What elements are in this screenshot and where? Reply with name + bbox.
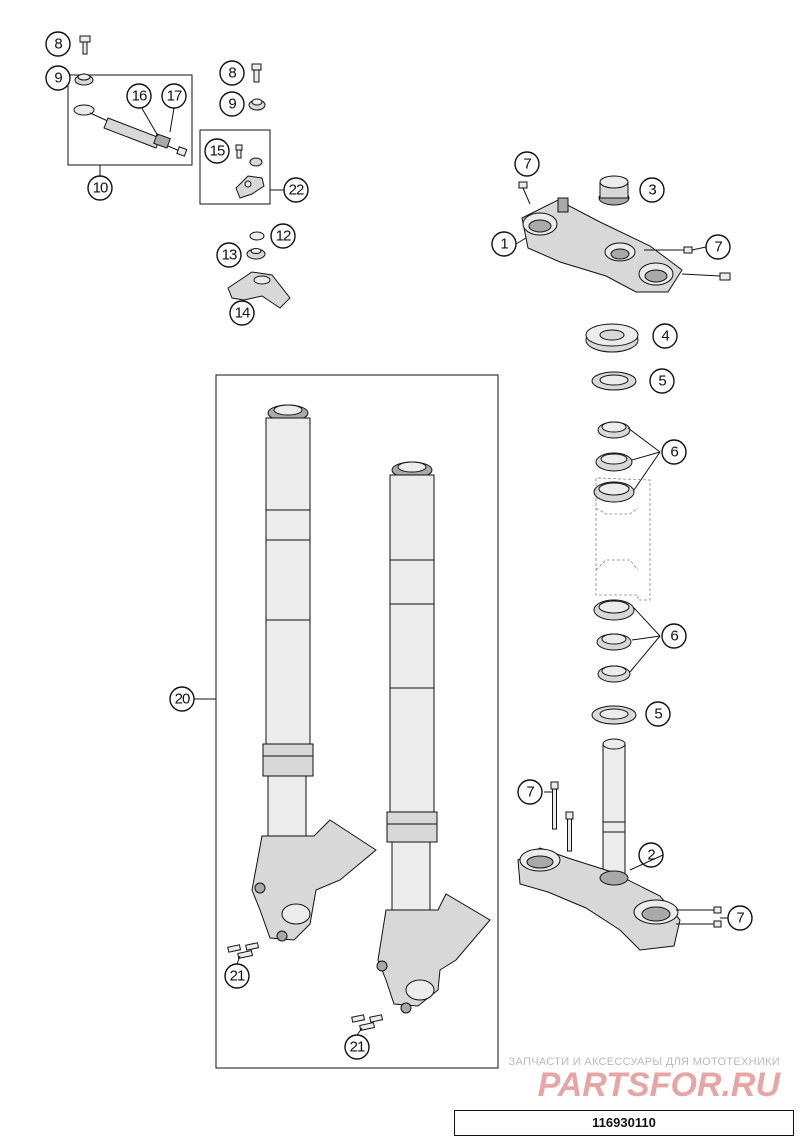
steering-nut-3 <box>598 175 630 206</box>
damper-bracket <box>235 175 265 199</box>
bearing-6-lower-stack <box>593 599 661 683</box>
callout-14: 14 <box>229 300 255 326</box>
callout-6-upper: 6 <box>661 439 687 465</box>
screws-21-right <box>351 1014 384 1031</box>
svg-text:17: 17 <box>167 88 182 105</box>
watermark-caption: ЗАПЧАСТИ И АКСЕССУАРЫ ДЛЯ МОТОТЕХНИКИ <box>508 1056 780 1068</box>
svg-text:21: 21 <box>350 1039 365 1056</box>
callout-2: 2 <box>638 842 664 868</box>
svg-text:2: 2 <box>647 847 655 864</box>
dust-cover-4 <box>585 323 639 353</box>
group-10-box <box>67 74 193 166</box>
callout-17: 17 <box>161 83 187 109</box>
svg-text:10: 10 <box>93 180 108 197</box>
drawing-number: 116930110 <box>454 1110 794 1136</box>
svg-text:14: 14 <box>235 305 250 322</box>
callout-9-right: 9 <box>219 91 245 117</box>
svg-text:8: 8 <box>228 65 236 82</box>
watermark-logo: PARTSFOR.RU <box>538 1066 782 1104</box>
callout-20: 20 <box>169 686 195 712</box>
frame-head-tube-outline <box>595 477 651 601</box>
svg-text:9: 9 <box>228 96 236 113</box>
svg-text:22: 22 <box>289 182 304 199</box>
svg-text:6: 6 <box>670 444 678 461</box>
clamp-14 <box>227 271 291 309</box>
callout-5-lower: 5 <box>645 701 671 727</box>
bolt-7-upper-a <box>518 181 531 205</box>
bolt-8-left <box>79 35 91 55</box>
bolt-7-upper-c <box>681 272 731 281</box>
callout-16: 16 <box>126 83 152 109</box>
callout-3: 3 <box>639 177 665 203</box>
fork-assembly-group <box>194 374 499 1069</box>
svg-text:5: 5 <box>654 706 662 723</box>
callout-10: 10 <box>87 175 113 201</box>
callout-7-lower-left: 7 <box>517 779 543 805</box>
callout-6-lower: 6 <box>661 623 687 649</box>
callout-9-left: 9 <box>45 65 71 91</box>
fork-leg-right <box>376 461 491 1014</box>
svg-text:9: 9 <box>54 70 62 87</box>
svg-text:13: 13 <box>222 247 237 264</box>
callout-15: 15 <box>204 138 230 164</box>
svg-text:6: 6 <box>670 628 678 645</box>
bearing-6-upper-stack <box>593 421 661 503</box>
steering-damper <box>73 104 188 157</box>
svg-text:15: 15 <box>210 143 225 160</box>
svg-text:PARTSFOR.RU: PARTSFOR.RU <box>538 1066 782 1104</box>
callout-7-top: 7 <box>514 151 540 177</box>
svg-text:7: 7 <box>714 239 722 256</box>
upper-triple-clamp <box>518 181 731 293</box>
fork-leg-left <box>251 404 377 942</box>
group-22-box <box>199 129 271 205</box>
callout-5-upper: 5 <box>649 368 675 394</box>
callout-7-upper-right: 7 <box>705 234 731 260</box>
lower-triple-clamp <box>517 738 722 951</box>
group-20-box <box>215 374 499 1069</box>
svg-text:5: 5 <box>658 373 666 390</box>
callout-21-right: 21 <box>344 1034 370 1060</box>
svg-text:12: 12 <box>276 228 291 245</box>
callout-22: 22 <box>283 177 309 203</box>
callout-8-left: 8 <box>45 31 71 57</box>
callout-7-lower-right: 7 <box>727 905 753 931</box>
svg-text:16: 16 <box>132 88 147 105</box>
seal-5-upper <box>591 371 637 391</box>
svg-text:20: 20 <box>175 691 190 708</box>
bolt-7-lower-pair <box>544 781 574 852</box>
clamp-group <box>227 231 291 309</box>
svg-text:7: 7 <box>523 156 531 173</box>
svg-text:7: 7 <box>526 784 534 801</box>
callout-1: 1 <box>491 231 517 257</box>
damper-bracket-group <box>199 63 284 205</box>
washer-12 <box>249 231 265 241</box>
svg-text:4: 4 <box>661 328 669 345</box>
seal-5-lower <box>591 705 637 725</box>
callout-21-left: 21 <box>224 963 250 989</box>
steering-damper-group <box>67 35 193 176</box>
svg-text:3: 3 <box>648 182 656 199</box>
bolt-8-right <box>251 63 262 71</box>
callout-4: 4 <box>652 323 678 349</box>
svg-text:8: 8 <box>54 36 62 53</box>
callout-13: 13 <box>216 242 242 268</box>
callout-8-right: 8 <box>219 60 245 86</box>
svg-text:21: 21 <box>230 968 245 985</box>
screws-21-left <box>227 942 260 959</box>
callout-12: 12 <box>270 223 296 249</box>
svg-text:1: 1 <box>500 236 508 253</box>
svg-text:7: 7 <box>736 910 744 927</box>
